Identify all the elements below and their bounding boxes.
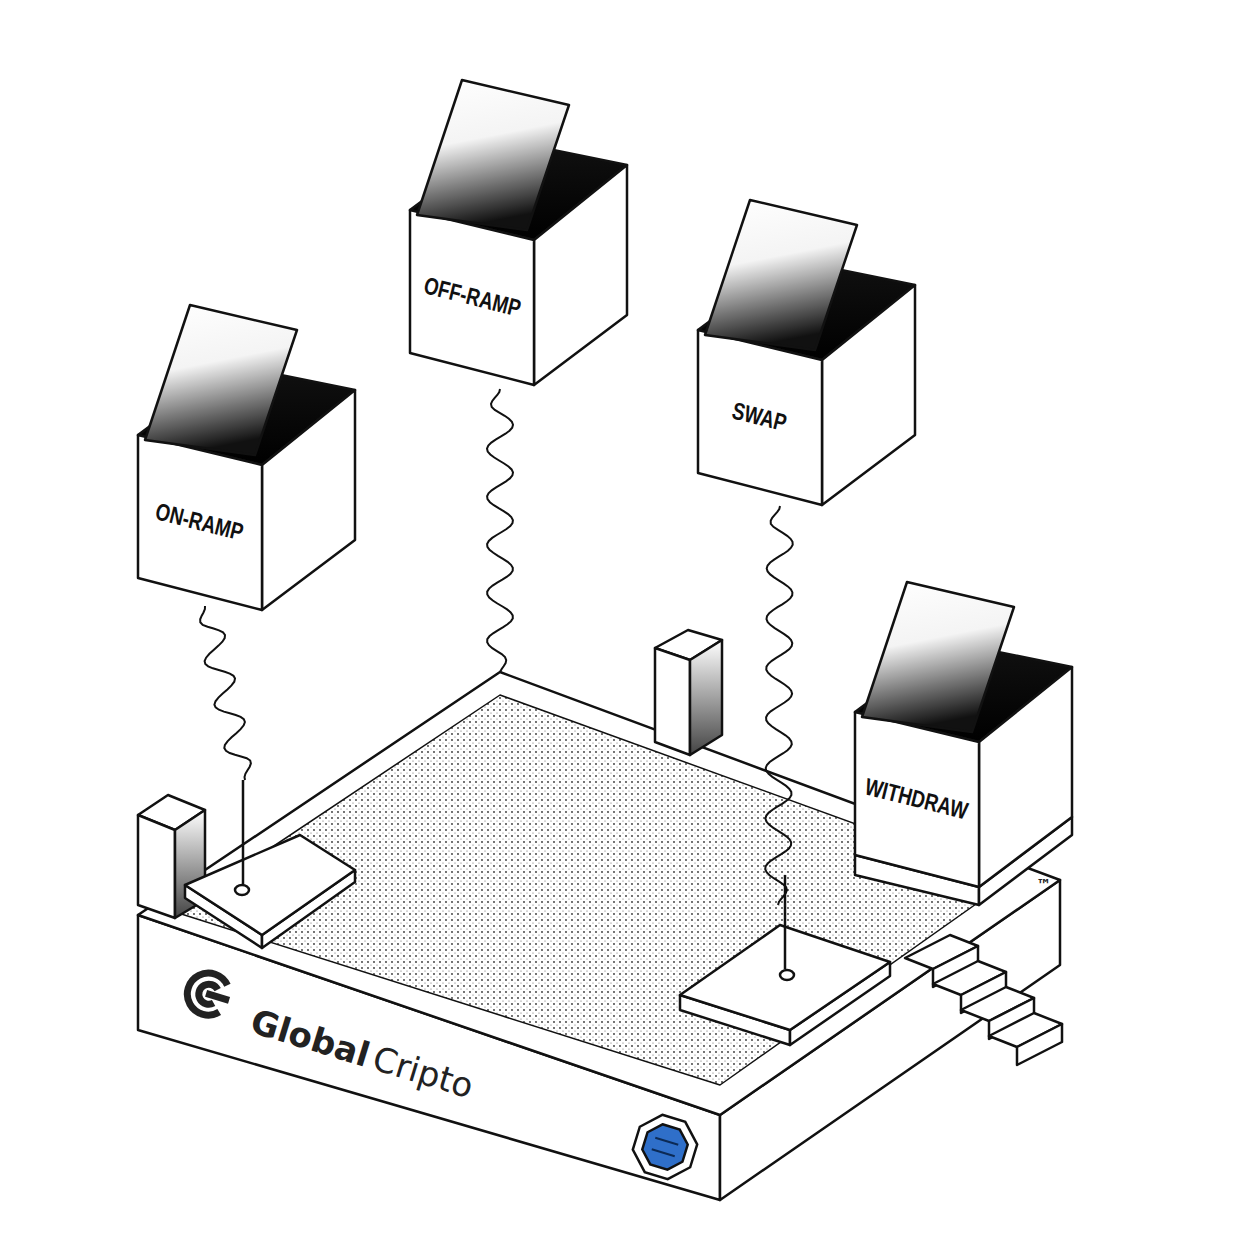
- cube-label: SWAP: [730, 397, 790, 438]
- wire: [487, 389, 513, 672]
- trademark-mark: ™: [1036, 876, 1051, 894]
- wire: [200, 606, 251, 780]
- wire: [765, 506, 793, 905]
